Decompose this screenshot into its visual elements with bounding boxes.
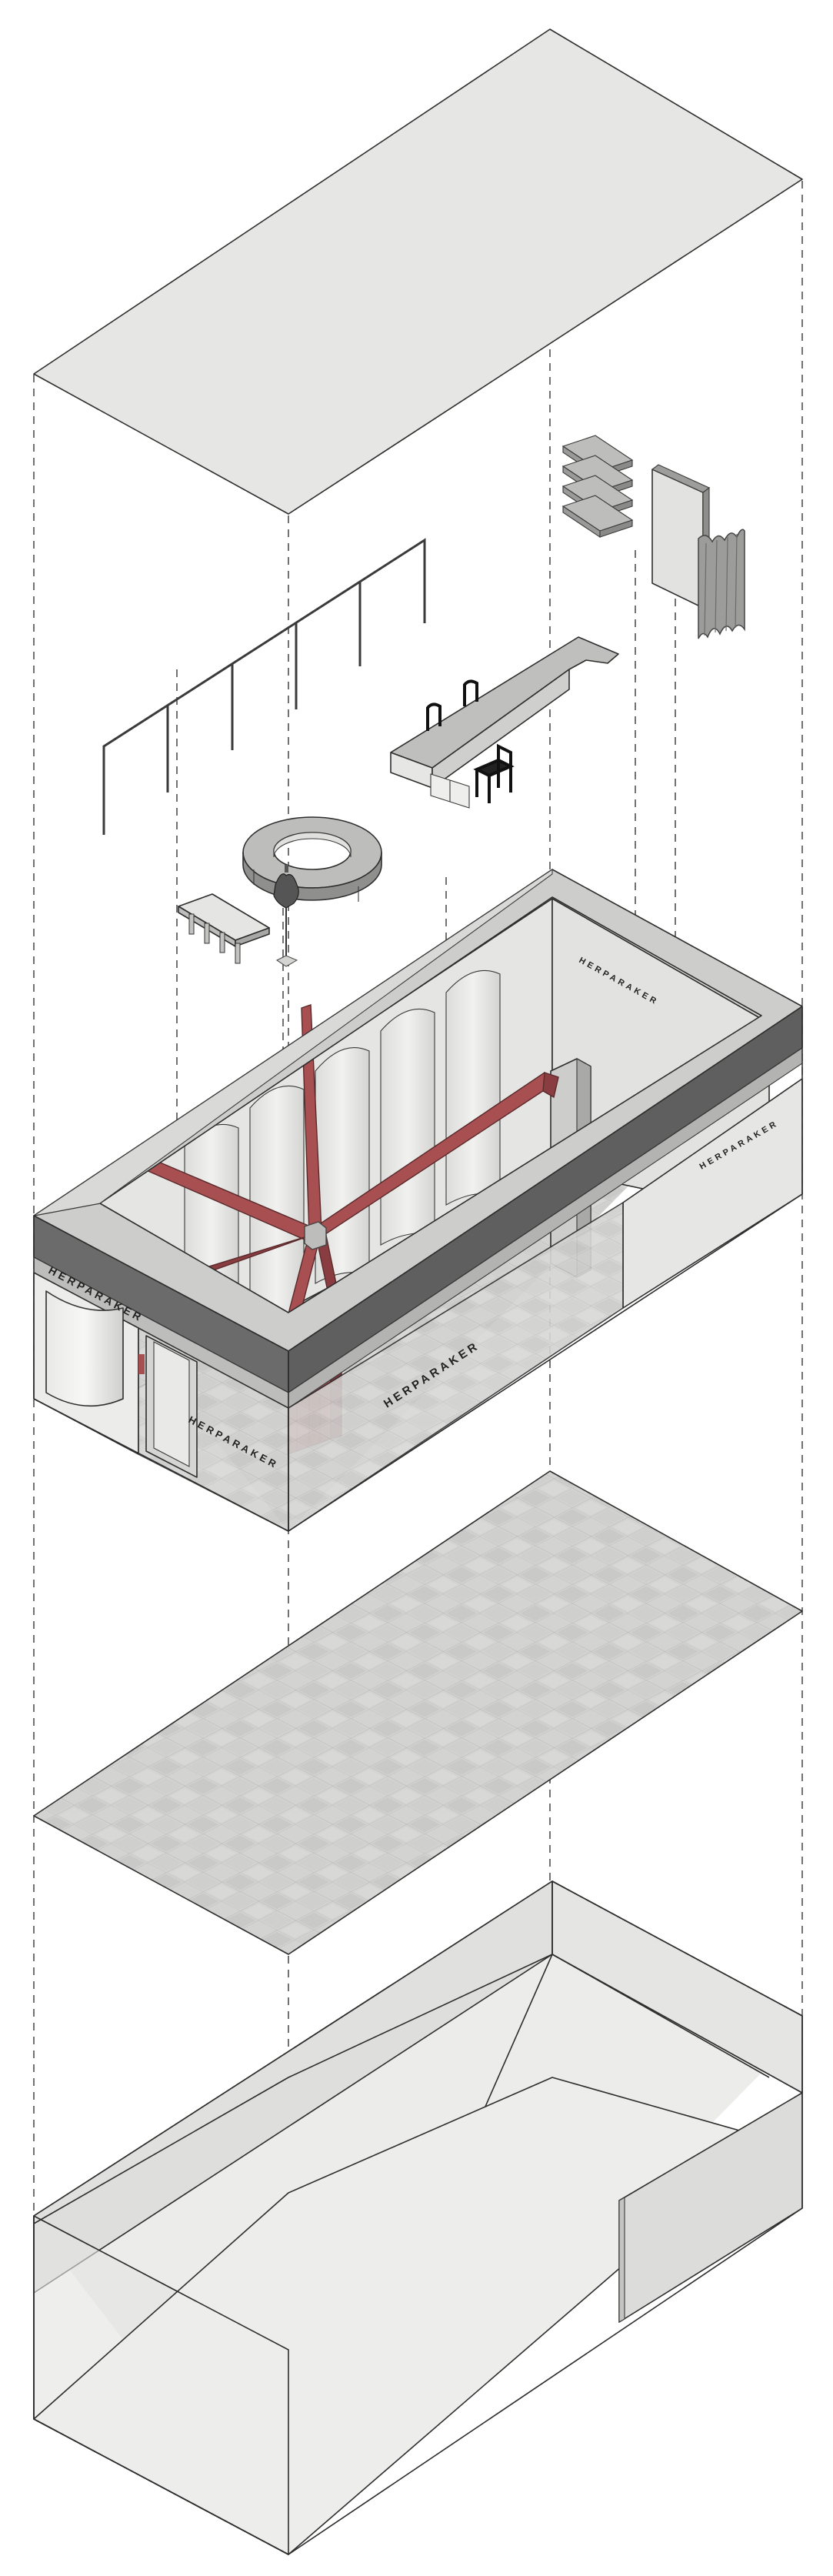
wall-shelves	[561, 435, 634, 539]
round-display-table	[242, 816, 382, 902]
mirror-panel	[651, 464, 711, 609]
volume-rim	[33, 868, 803, 1352]
clothes-rail	[102, 538, 426, 835]
shop-volume: HERPARAKER	[33, 868, 803, 1532]
shell-walls	[33, 1880, 803, 2555]
fitting-curtain	[698, 529, 745, 639]
furniture-fixtures	[102, 435, 745, 967]
mannequin	[273, 865, 299, 967]
ceiling-plane	[33, 28, 803, 515]
checkout-counter	[390, 636, 619, 809]
fitting-room-cylinder	[45, 1290, 124, 1407]
floor-tiles	[33, 1470, 803, 1955]
chair	[426, 679, 515, 803]
entrance-door	[138, 1335, 198, 1478]
fascia-band	[33, 1006, 803, 1410]
display-bench	[178, 893, 270, 964]
